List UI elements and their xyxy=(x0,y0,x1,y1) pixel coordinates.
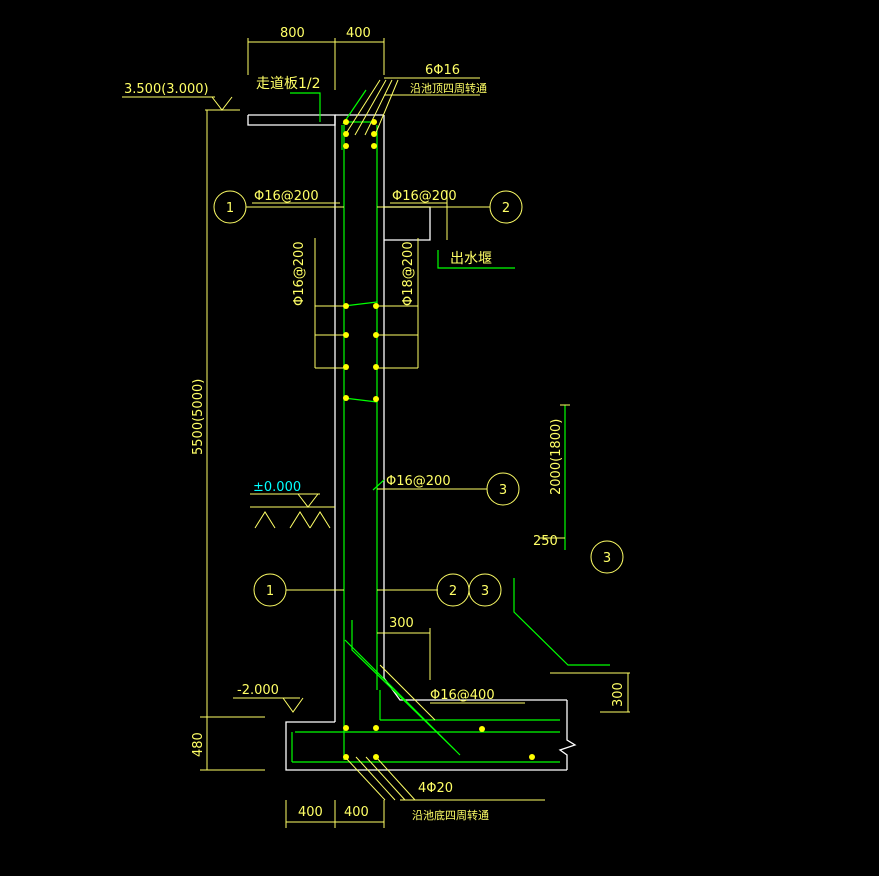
rebar-dot xyxy=(529,754,535,760)
dimension-lines xyxy=(122,38,630,828)
top-beam-note: 沿池顶四周转通 xyxy=(410,81,487,95)
rebar-dot xyxy=(343,303,349,309)
rebar-dot xyxy=(373,303,379,309)
rebar-dot xyxy=(371,131,377,137)
haunch-bar-leader xyxy=(379,664,436,721)
dim-480-label: 480 xyxy=(191,732,206,757)
callout-circle-1-bottom xyxy=(253,573,287,607)
haunch-bar-label: Φ16@400 xyxy=(430,688,495,703)
dim-400-br-label: 400 xyxy=(344,805,369,820)
callout-circle-1-top xyxy=(213,190,247,224)
ground-hatch-2 xyxy=(289,511,311,529)
top-leader-1 xyxy=(344,79,381,136)
right-vertical-bar-label: Φ18@200 xyxy=(401,241,416,306)
rebar-dots xyxy=(343,119,535,760)
walkway-leader xyxy=(290,92,321,122)
bottom-leader-4 xyxy=(375,756,416,801)
rebar-tie-2 xyxy=(343,397,378,403)
rebar-tie-1 xyxy=(343,301,378,307)
rebar-dot xyxy=(373,396,379,402)
elev-top-label: 3.500(3.000) xyxy=(124,82,209,97)
ground-hatch-3 xyxy=(309,511,331,529)
rebar-dot xyxy=(373,754,379,760)
dim-400-top-label: 400 xyxy=(346,26,371,41)
left-vertical-bar-label: Φ16@200 xyxy=(292,241,307,306)
right-bar-top-label: Φ16@200 xyxy=(392,189,457,204)
mid-bar-tick xyxy=(372,479,385,491)
ground-hatch-1 xyxy=(254,511,276,529)
callout-1-top-text: 1 xyxy=(226,201,234,216)
bottom-leader-1 xyxy=(344,756,386,801)
rebar-top-leader xyxy=(342,89,367,125)
bottom-bars-label: 4Φ20 xyxy=(418,781,453,796)
rebar-dot xyxy=(343,395,349,401)
rebar-dot xyxy=(373,364,379,370)
rebar-dot xyxy=(343,754,349,760)
rebar-detail-3 xyxy=(513,578,610,666)
rebar-dot xyxy=(343,119,349,125)
callout-circle-3-right xyxy=(590,540,624,574)
dim-250-label: 250 xyxy=(533,534,558,549)
dim-300-v-label: 300 xyxy=(611,682,626,707)
bottom-leader-3 xyxy=(365,756,406,801)
drawing-labels: 800 400 6Φ16 沿池顶四周转通 走道板1/2 3.500(3.000)… xyxy=(124,26,626,822)
break-line xyxy=(558,700,577,770)
rebar-dot xyxy=(343,143,349,149)
dim-2000-label: 2000(1800) xyxy=(549,419,564,495)
callout-1-bottom-text: 1 xyxy=(266,584,274,599)
top-leader-3 xyxy=(364,79,393,136)
top-bars-label: 6Φ16 xyxy=(425,63,460,78)
elev-zero-label: ±0.000 xyxy=(253,480,301,495)
callout-circles xyxy=(213,190,624,607)
callout-circle-3-bottom xyxy=(468,573,502,607)
callout-3-right-text: 3 xyxy=(603,551,611,566)
rebar-lines xyxy=(290,89,610,763)
callout-2-bottom-text: 2 xyxy=(449,584,457,599)
rebar-dot xyxy=(343,364,349,370)
height-dim-label: 5500(5000) xyxy=(191,379,206,455)
bottom-beam-note: 沿池底四周转通 xyxy=(412,808,489,822)
dim-300-h-label: 300 xyxy=(389,616,414,631)
weir-leader xyxy=(437,250,515,269)
left-bar-top-label: Φ16@200 xyxy=(254,189,319,204)
dim-800-label: 800 xyxy=(280,26,305,41)
rebar-dot xyxy=(371,119,377,125)
elev-bottom-label: -2.000 xyxy=(237,683,279,698)
elev-bottom-triangle xyxy=(282,697,304,713)
walkway-label: 走道板1/2 xyxy=(256,76,321,92)
rebar-dot xyxy=(373,332,379,338)
callout-circle-3-mid xyxy=(486,472,520,506)
callout-2-top-text: 2 xyxy=(502,201,510,216)
rebar-dot xyxy=(343,131,349,137)
mid-bar-label: Φ16@200 xyxy=(386,474,451,489)
rebar-dot xyxy=(479,726,485,732)
rebar-dot xyxy=(373,725,379,731)
callout-circle-2-top xyxy=(489,190,523,224)
rebar-haunch-diag-2 xyxy=(351,620,456,751)
rebar-dot xyxy=(343,725,349,731)
top-leader-4 xyxy=(374,79,399,136)
outlet-weir-label: 出水堰 xyxy=(450,251,492,267)
base-slab-outline xyxy=(285,721,567,771)
rebar-dot xyxy=(343,332,349,338)
callout-3-mid-text: 3 xyxy=(499,483,507,498)
rebar-dot xyxy=(371,143,377,149)
callout-3-bottom-text: 3 xyxy=(481,584,489,599)
bottom-leader-2 xyxy=(355,756,396,801)
top-leader-2 xyxy=(354,79,387,136)
dim-400-bl-label: 400 xyxy=(298,805,323,820)
